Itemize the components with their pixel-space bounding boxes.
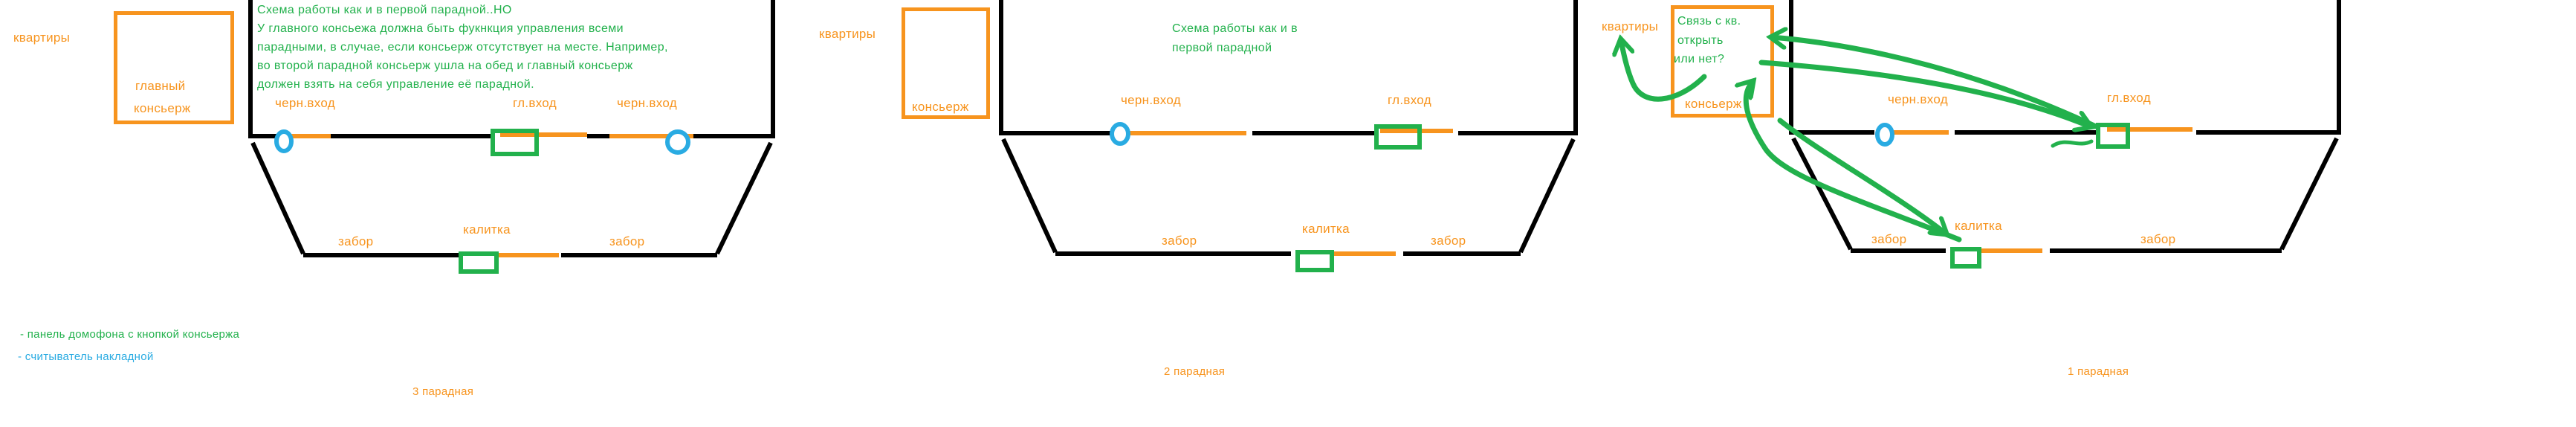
concierge-box-entrance2 bbox=[902, 7, 990, 119]
intercom-panel-rect-gate bbox=[1950, 247, 1981, 269]
fence-left-diagonal bbox=[1001, 138, 1058, 254]
apartments-label-entrance2: квартиры bbox=[819, 27, 876, 41]
concierge-label-entrance1: консьерж bbox=[1685, 97, 1742, 111]
entrance-2-building bbox=[999, 0, 1578, 256]
main-entrance-label-entrance1: гл.вход bbox=[2107, 91, 2151, 105]
caption-entrance3: 3 парадная bbox=[412, 385, 474, 398]
apartments-label-entrance1: квартиры bbox=[1602, 19, 1659, 33]
gate-label-entrance1: калитка bbox=[1955, 219, 2002, 233]
fence-left-diagonal bbox=[1791, 137, 1853, 251]
arrow-concierge-to-gate bbox=[1777, 118, 1946, 234]
question-line-1: Связь с кв. bbox=[1677, 15, 1741, 28]
concierge-label-line2-entrance3: консьерж bbox=[134, 101, 191, 115]
fence-right-diagonal bbox=[1518, 138, 1576, 254]
note-line-4: во второй парадной консьерж ушла на обед… bbox=[257, 60, 633, 72]
entrance-3-building bbox=[248, 0, 775, 257]
entrance-3-devices bbox=[274, 129, 690, 274]
entrance-2-devices bbox=[1110, 122, 1422, 272]
reader-circle-back bbox=[1110, 122, 1130, 146]
arrow-main-entrance-to-concierge bbox=[1772, 37, 2099, 129]
main-entrance-label-entrance2: гл.вход bbox=[1388, 93, 1431, 107]
fence-left-label-entrance3: забор bbox=[338, 234, 374, 248]
note-line-5: должен взять на себя управление её парад… bbox=[257, 78, 534, 91]
arrow-squiggle-main-entrance bbox=[2051, 139, 2094, 148]
intercom-panel-rect-main bbox=[491, 129, 539, 156]
intercom-panel-rect-main bbox=[2096, 123, 2130, 149]
note-line-1: Схема работы как и в первой парадной..НО bbox=[257, 4, 512, 16]
reader-circle-back-right bbox=[665, 129, 690, 155]
back-entrance-right-label-entrance3: черн.вход bbox=[617, 96, 677, 110]
main-entrance-label-entrance3: гл.вход bbox=[513, 96, 557, 110]
question-line-3: или нет? bbox=[1674, 53, 1725, 65]
apartments-label-entrance3: квартиры bbox=[13, 30, 71, 45]
intercom-panel-rect-gate bbox=[1295, 250, 1334, 272]
note-line-3: парадными, в случае, если консьерж отсут… bbox=[257, 41, 668, 54]
legend-reader: - считыватель накладной bbox=[18, 350, 154, 363]
note2-line-2: первой парадной bbox=[1172, 42, 1272, 54]
fence-right-label-entrance2: забор bbox=[1431, 234, 1466, 248]
back-entrance-label-entrance2: черн.вход bbox=[1121, 93, 1181, 107]
entrance-1-devices bbox=[1875, 123, 2130, 269]
back-entrance-left-label-entrance3: черн.вход bbox=[275, 96, 335, 110]
reader-circle-back bbox=[1875, 123, 1894, 147]
gate-label-entrance3: калитка bbox=[463, 222, 511, 237]
intercom-panel-rect-main bbox=[1374, 124, 1422, 150]
caption-entrance2: 2 парадная bbox=[1164, 365, 1226, 378]
fence-right-label-entrance3: забор bbox=[609, 234, 645, 248]
back-entrance-label-entrance1: черн.вход bbox=[1888, 92, 1948, 106]
intercom-panel-rect-gate bbox=[459, 251, 499, 274]
fence-right-diagonal bbox=[715, 141, 773, 255]
concierge-box-entrance3 bbox=[114, 11, 234, 124]
question-line-2: открыть bbox=[1677, 34, 1724, 47]
reader-circle-back-left bbox=[274, 129, 294, 153]
note-line-2: У главного консьежа должна быть фукнкция… bbox=[257, 22, 624, 35]
legend-intercom-panel: - панель домофона с кнопкой консьержа bbox=[20, 328, 240, 341]
note2-line-1: Схема работы как и в bbox=[1172, 22, 1298, 35]
gate-label-entrance2: калитка bbox=[1302, 222, 1350, 236]
concierge-label-entrance2: консьерж bbox=[912, 100, 969, 114]
concierge-label-line1-entrance3: главный bbox=[135, 79, 186, 93]
fence-left-label-entrance1: забор bbox=[1871, 232, 1907, 246]
fence-right-diagonal bbox=[2279, 137, 2339, 251]
entrance-1-building bbox=[1789, 0, 2341, 253]
fence-left-label-entrance2: забор bbox=[1162, 234, 1197, 248]
fence-left-diagonal bbox=[250, 141, 305, 255]
fence-right-label-entrance1: забор bbox=[2140, 232, 2176, 246]
caption-entrance1: 1 парадная bbox=[2068, 365, 2129, 378]
